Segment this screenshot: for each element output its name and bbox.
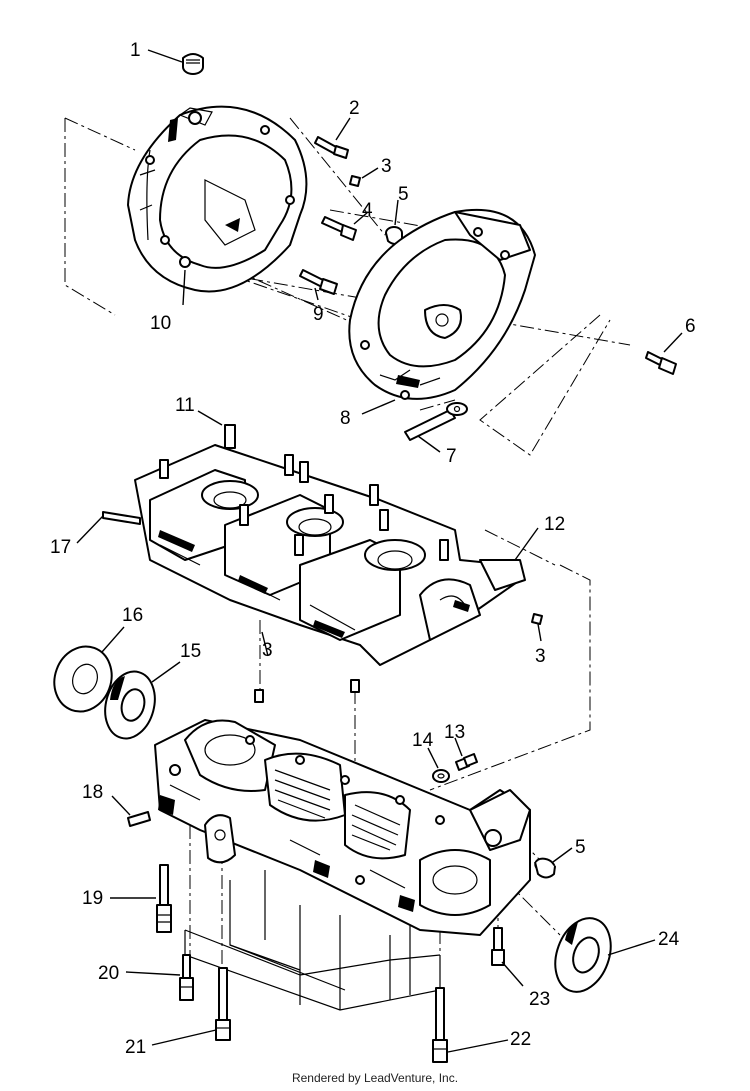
part-19-bolt: [156, 864, 172, 933]
callout-1: 1: [130, 40, 141, 61]
part-20-bolt: [179, 954, 194, 1001]
part-4-bolt: [321, 216, 357, 241]
callout-17: 17: [50, 537, 71, 558]
callouts: 1 2 3 5 4 9 10 6 8 7 11 12 17 16 15 3 3 …: [50, 40, 696, 1058]
part-3-dowel-pin-upper: [349, 175, 361, 187]
callout-15: 15: [180, 641, 201, 662]
part-14-washer: [432, 769, 450, 783]
part-13-screw: [455, 753, 478, 771]
leader-lines: [76, 49, 683, 1053]
callout-14: 14: [412, 730, 434, 751]
upper-crankcase: [134, 424, 526, 666]
callout-3-upper: 3: [381, 156, 392, 177]
part-8-cover: [348, 208, 536, 400]
part-2-bolt: [314, 136, 349, 159]
part-5-bushing-lower: [534, 857, 556, 879]
alignment-lines: [64, 117, 631, 1011]
callout-22: 22: [510, 1029, 531, 1050]
callout-23: 23: [529, 989, 550, 1010]
part-10-flywheel-housing: [127, 105, 308, 293]
part-3-dowel-pins: [254, 613, 543, 703]
callout-20: 20: [98, 963, 119, 984]
callout-18: 18: [82, 782, 103, 803]
callout-16: 16: [122, 605, 143, 626]
part-18-stud: [127, 811, 151, 827]
callout-12: 12: [544, 514, 565, 535]
part-6-bolt: [645, 351, 677, 375]
part-17-stud: [102, 511, 141, 525]
footer-credit: Rendered by LeadVenture, Inc.: [291, 1071, 459, 1085]
lower-crankcase: [154, 719, 531, 936]
callout-10: 10: [150, 313, 171, 334]
callout-2: 2: [349, 98, 360, 119]
part-21-bolt: [215, 967, 231, 1041]
part-15-seal: [104, 670, 156, 740]
callout-11: 11: [175, 395, 195, 416]
callout-21: 21: [125, 1037, 146, 1058]
callout-6: 6: [685, 316, 696, 337]
studs: [159, 424, 449, 561]
callout-24: 24: [658, 929, 680, 950]
part-22-bolt: [432, 987, 448, 1063]
callout-19: 19: [82, 888, 103, 909]
callout-3-right: 3: [535, 646, 546, 667]
callout-4: 4: [362, 200, 373, 221]
callout-7: 7: [446, 446, 457, 467]
callout-9: 9: [313, 304, 324, 325]
callout-5-lower: 5: [575, 837, 586, 858]
callout-5-upper: 5: [398, 184, 409, 205]
part-9-bolt: [299, 269, 338, 295]
callout-13: 13: [444, 722, 465, 743]
part-23-bolt: [491, 927, 505, 966]
part-1-cap: [182, 53, 204, 75]
part-24-seal: [554, 917, 612, 993]
part-16-seal: [53, 645, 113, 713]
part-7-bracket: [404, 402, 468, 441]
callout-3-middle: 3: [262, 640, 273, 661]
callout-8: 8: [340, 408, 351, 429]
